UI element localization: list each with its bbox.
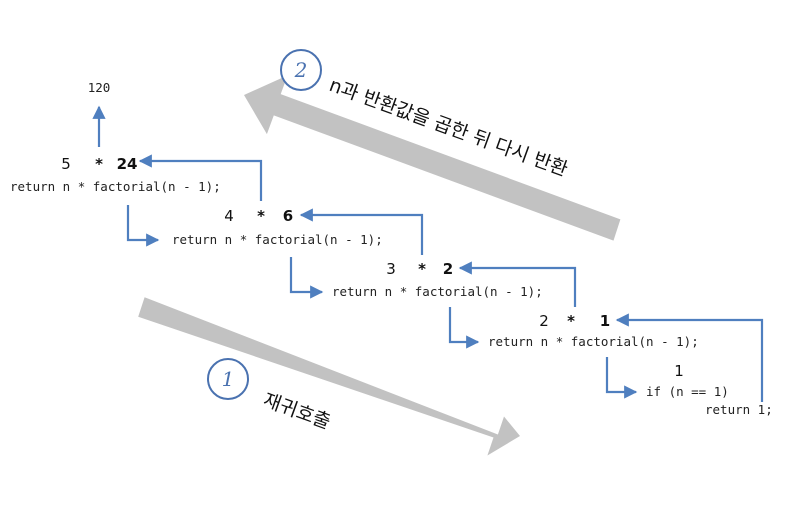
return-arrow-3 [299,208,424,255]
base-value: 1 [674,362,684,380]
return-arrow-2 [458,261,577,307]
level-1-n: 5 [61,155,71,173]
step-1-label: 재귀호출 [260,389,333,434]
call-arrow-4 [605,357,638,399]
level-4-code: return n * factorial(n - 1); [488,334,699,349]
level-4-n: 2 [539,312,549,330]
call-arrow-1 [126,205,160,247]
final-result: 120 [88,80,111,95]
level-3-op: * [418,260,426,278]
level-4-op: * [567,312,575,330]
level-3-code: return n * factorial(n - 1); [332,284,543,299]
return-flow-arrow [244,75,621,241]
step-2-number: 2 [294,58,308,82]
level-2-value: 6 [283,207,293,225]
level-3-value: 2 [443,260,453,278]
base-condition: if (n == 1) [646,384,729,399]
call-arrow-3 [448,307,480,349]
base-return: return 1; [705,402,773,417]
level-3-n: 3 [386,260,396,278]
level-1-code: return n * factorial(n - 1); [10,179,221,194]
level-1-value: 24 [117,155,138,173]
level-2-n: 4 [224,207,234,225]
step-1-circle [207,358,249,400]
step-1-number: 1 [222,367,235,391]
return-arrow-4 [138,154,263,201]
return-arrow-1 [615,313,764,402]
step-2-circle [280,49,322,91]
recursive-call-arrow [138,297,520,456]
level-2-op: * [257,207,265,225]
level-2-code: return n * factorial(n - 1); [172,232,383,247]
level-4-value: 1 [600,312,610,330]
call-arrow-2 [289,257,324,299]
level-1-op: * [95,155,103,173]
